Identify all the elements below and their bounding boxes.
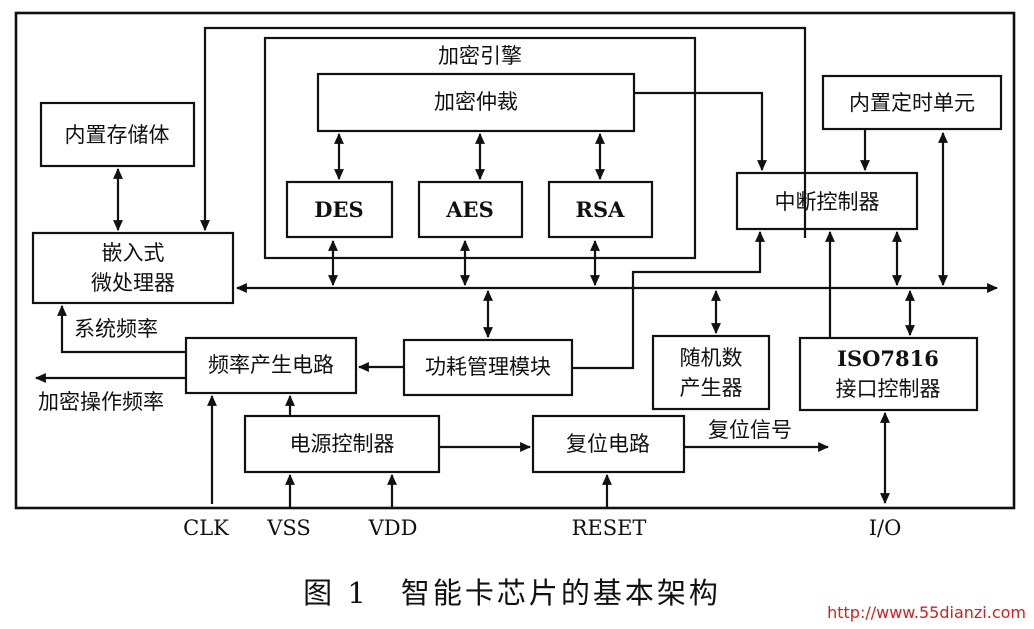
interrupt-controller-label: 中断控制器 <box>775 190 880 214</box>
top-loop-wire <box>200 26 807 238</box>
iso7816-label-2: 接口控制器 <box>836 377 941 401</box>
system-frequency-line <box>57 304 186 354</box>
power-controller-box <box>243 414 441 474</box>
rng-label-1: 随机数 <box>680 346 743 370</box>
des-box <box>285 180 394 239</box>
chip-boundary <box>14 11 1016 510</box>
embedded-processor-box <box>31 231 235 305</box>
rsa-label: RSA <box>576 197 626 222</box>
clk-pin-label: CLK <box>183 516 229 540</box>
crypto-engine-label: 加密引擎 <box>438 44 522 68</box>
figure-caption: 图 1 智能卡芯片的基本架构 <box>303 576 721 610</box>
reset-circuit-label: 复位电路 <box>566 432 650 456</box>
aes-label: AES <box>445 197 493 222</box>
embedded-processor-label-2: 微处理器 <box>91 271 175 295</box>
power-management-box <box>402 338 574 397</box>
internal-storage-box <box>39 101 196 168</box>
arbiter-to-interrupt <box>634 91 767 172</box>
aes-box <box>417 180 524 239</box>
watermark-text: http://www.55dianzi.com <box>827 603 1026 622</box>
frequency-generator-label: 频率产生电路 <box>208 353 334 377</box>
power-mgmt-to-interrupt <box>572 230 765 370</box>
rsa-box <box>547 180 654 239</box>
iso7816-label-1: ISO7816 <box>837 346 939 371</box>
iso7816-box <box>798 336 979 412</box>
vdd-pin-label: VDD <box>368 516 418 540</box>
power-controller-label: 电源控制器 <box>290 432 395 456</box>
embedded-processor-label-1: 嵌入式 <box>102 241 165 265</box>
internal-timer-box <box>821 74 1003 131</box>
crypto-arbiter-box <box>316 72 636 133</box>
reset-signal-label: 复位信号 <box>708 418 792 442</box>
frequency-generator-box <box>184 336 358 395</box>
vss-pin-label: VSS <box>266 516 311 540</box>
des-label: DES <box>314 197 363 222</box>
crypto-arbiter-label: 加密仲裁 <box>434 90 518 114</box>
system-frequency-label: 系统频率 <box>74 317 158 341</box>
internal-storage-label: 内置存储体 <box>65 123 170 147</box>
io-pin-label: I/O <box>869 516 902 540</box>
reset-pin-label: RESET <box>572 516 647 540</box>
rng-box <box>651 334 771 411</box>
crypto-frequency-label: 加密操作频率 <box>38 390 164 414</box>
power-management-label: 功耗管理模块 <box>425 355 551 379</box>
reset-circuit-box <box>531 414 686 474</box>
rng-label-2: 产生器 <box>680 376 743 400</box>
internal-timer-label: 内置定时单元 <box>849 91 975 115</box>
interrupt-controller-box <box>735 171 919 231</box>
